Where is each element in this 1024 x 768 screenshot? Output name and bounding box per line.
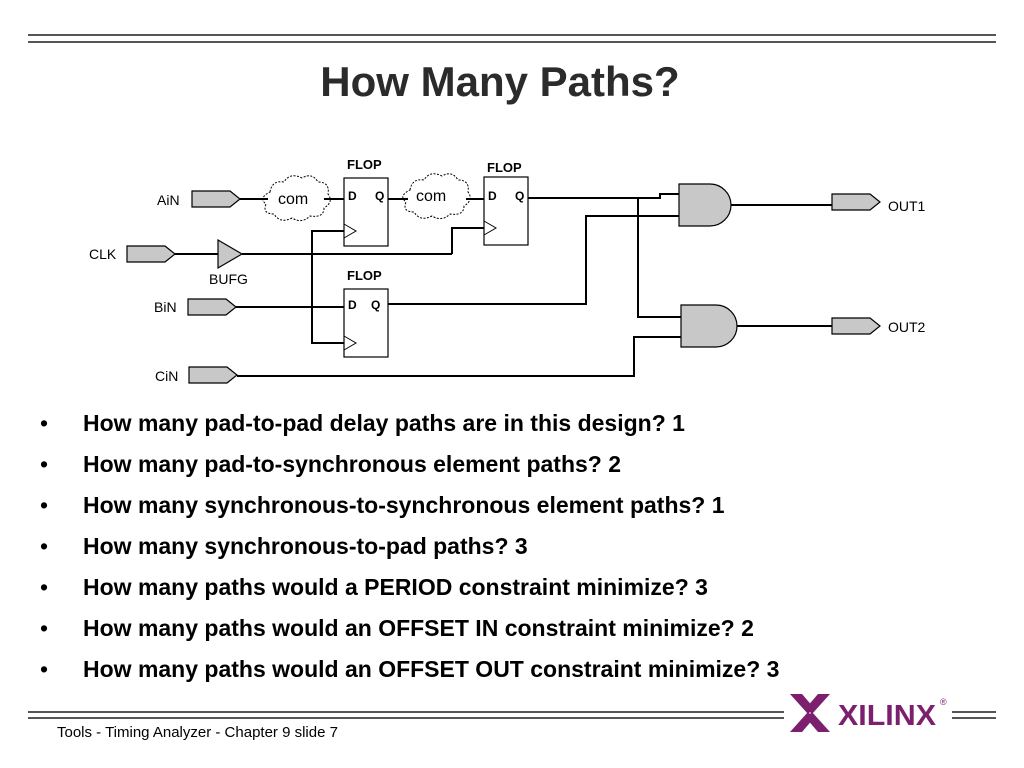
wires <box>175 193 832 377</box>
bullet-dot: • <box>40 656 49 682</box>
question-item: • How many paths would a PERIOD constrain… <box>40 574 779 615</box>
label-out2: OUT2 <box>888 319 926 335</box>
top-rule-1 <box>28 34 996 36</box>
footer-rule-right-1 <box>952 711 996 713</box>
pad-bin <box>187 298 237 316</box>
page-title: How Many Paths? <box>320 58 680 105</box>
question-item: • How many synchronous-to-synchronous ele… <box>40 492 779 533</box>
bullet-dot: • <box>40 533 49 559</box>
footer-rule-right-2 <box>952 717 996 719</box>
flop-2-d: D <box>488 189 497 203</box>
and-gate-2 <box>680 304 738 348</box>
bullet-dot: • <box>40 492 49 518</box>
flop-2-title: FLOP <box>487 160 522 175</box>
xilinx-logo: XILINX ® <box>790 694 947 732</box>
question-item: • How many pad-to-pad delay paths are in … <box>40 410 779 451</box>
xilinx-mark-icon <box>790 694 830 732</box>
label-bufg: BUFG <box>209 271 248 287</box>
footer-rule-left-2 <box>28 717 784 719</box>
and-gate-1 <box>678 183 732 227</box>
flop-2 <box>483 176 529 246</box>
question-item: • How many synchronous-to-pad paths? 3 <box>40 533 779 574</box>
pad-out1 <box>831 193 881 211</box>
pad-cin <box>188 366 238 384</box>
question-text: How many pad-to-pad delay paths are in t… <box>83 410 685 436</box>
footer-rule-left-1 <box>28 711 784 713</box>
flop-3-d: D <box>348 298 357 312</box>
question-item: • How many paths would an OFFSET OUT cons… <box>40 656 779 697</box>
flop-1-q: Q <box>375 189 384 203</box>
question-text: How many paths would a PERIOD constraint… <box>83 574 708 600</box>
label-cin: CiN <box>155 368 178 384</box>
bufg-buffer <box>217 238 244 270</box>
flop-1 <box>343 177 389 247</box>
question-list: • How many pad-to-pad delay paths are in … <box>40 410 779 697</box>
com-label-1: com <box>278 191 308 208</box>
flop-2-q: Q <box>515 189 524 203</box>
circuit-diagram: AiN CLK BiN CiN OUT1 OUT2 BUFG com com F… <box>89 157 926 384</box>
footer-caption: Tools - Timing Analyzer - Chapter 9 slid… <box>57 724 338 741</box>
flop-3-title: FLOP <box>347 268 382 283</box>
bullet-dot: • <box>40 410 49 436</box>
flop-3-q: Q <box>371 298 380 312</box>
question-text: How many pad-to-synchronous element path… <box>83 451 622 477</box>
pad-clk <box>126 245 176 263</box>
label-ain: AiN <box>157 192 180 208</box>
flop-1-title: FLOP <box>347 157 382 172</box>
com-cloud-1 <box>262 175 331 222</box>
xilinx-wordmark: XILINX <box>838 700 937 732</box>
question-item: • How many pad-to-synchronous element pat… <box>40 451 779 492</box>
com-label-2: com <box>416 188 446 205</box>
question-text: How many synchronous-to-pad paths? 3 <box>83 533 528 559</box>
top-rule-2 <box>28 41 996 43</box>
flop-1-d: D <box>348 189 357 203</box>
question-item: • How many paths would an OFFSET IN const… <box>40 615 779 656</box>
pad-ain <box>191 190 241 208</box>
com-cloud-2 <box>402 173 471 220</box>
bullet-dot: • <box>40 574 49 600</box>
label-clk: CLK <box>89 246 117 262</box>
label-out1: OUT1 <box>888 198 926 214</box>
pad-out2 <box>831 317 881 335</box>
question-text: How many paths would an OFFSET IN constr… <box>83 615 754 641</box>
flop-3 <box>343 288 389 358</box>
bullet-dot: • <box>40 451 49 477</box>
bullet-dot: • <box>40 615 49 641</box>
registered-mark: ® <box>940 697 947 707</box>
label-bin: BiN <box>154 299 177 315</box>
question-text: How many synchronous-to-synchronous elem… <box>83 492 725 518</box>
question-text: How many paths would an OFFSET OUT const… <box>83 656 780 682</box>
